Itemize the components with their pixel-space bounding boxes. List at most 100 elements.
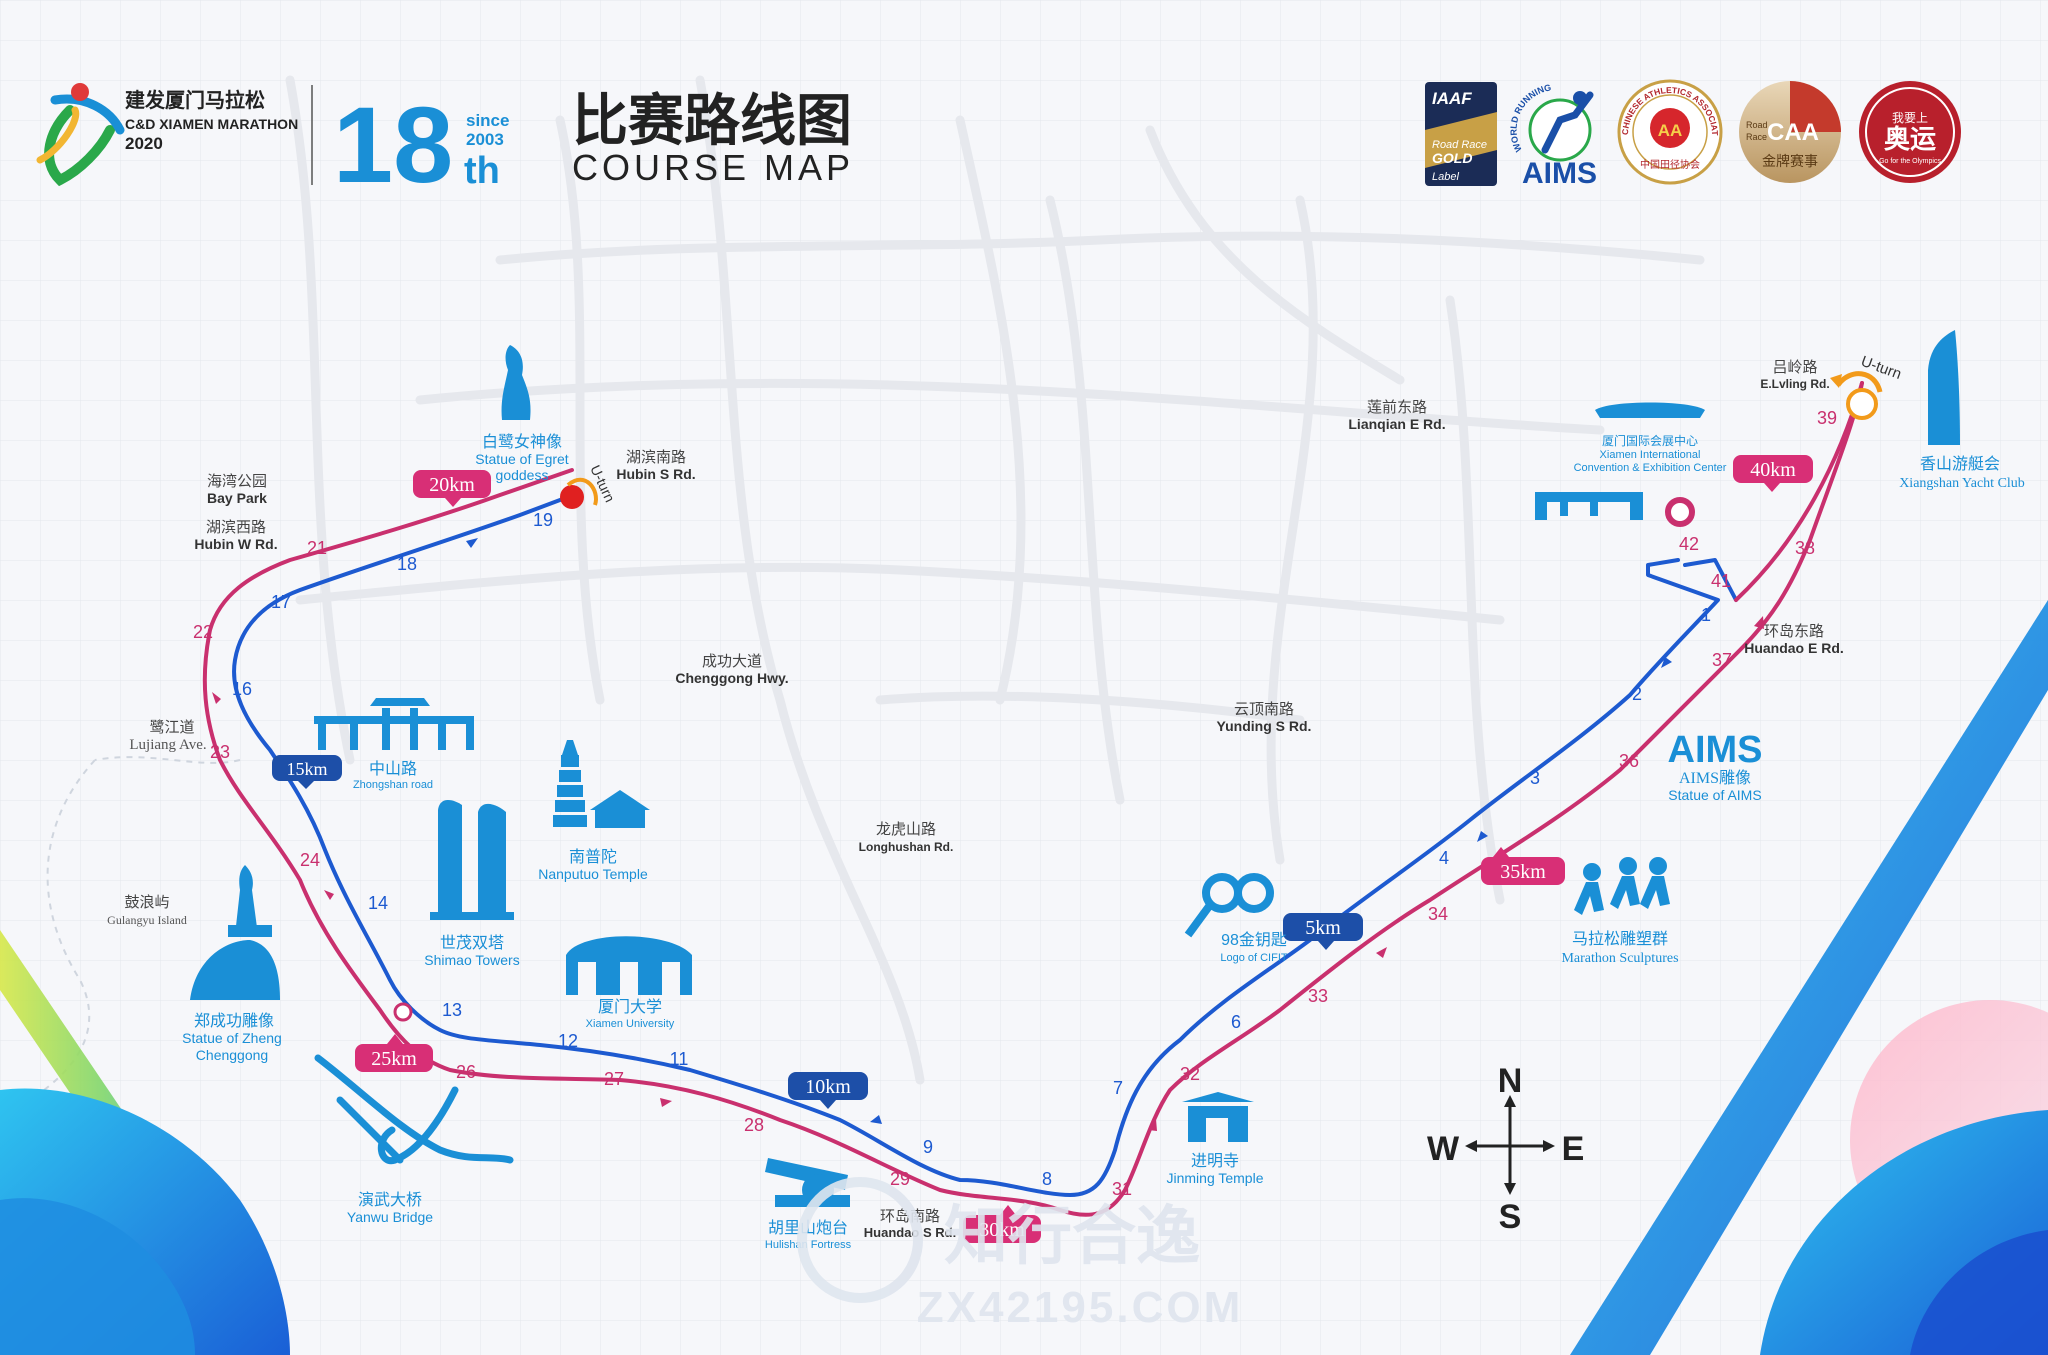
finish-point-icon — [1665, 497, 1695, 527]
road-lujiang-en: Lujiang Ave. — [129, 737, 206, 753]
outbound-km-7: 7 — [1113, 1078, 1123, 1098]
km-flag-40: 40km — [1733, 455, 1813, 492]
road-hubin-w-en: Hubin W Rd. — [194, 536, 277, 552]
egret-statue-icon — [501, 345, 531, 420]
pagoda-icon — [553, 740, 650, 828]
km-flag-15: 15km — [272, 755, 342, 789]
landmark-marathon-sculptures: 马拉松雕塑群 Marathon Sculptures — [1561, 857, 1679, 966]
outbound-km-3: 3 — [1530, 768, 1540, 788]
landmark-yacht: 香山游艇会 Xiangshan Yacht Club — [1899, 330, 2025, 491]
compass-n: N — [1498, 1062, 1523, 1100]
compass-rose: N S W E — [1427, 1062, 1584, 1236]
badge-gold-caa: CAA — [1767, 119, 1819, 146]
landmark-convention-en2: Convention & Exhibition Center — [1574, 462, 1727, 474]
return-km-27: 27 — [604, 1069, 624, 1089]
return-km-38: 38 — [1795, 538, 1815, 558]
arrow-icon — [212, 692, 221, 704]
return-km-32: 32 — [1180, 1064, 1200, 1084]
badge-iaaf-gold: GOLD — [1432, 150, 1472, 166]
route-convention-loop — [1683, 558, 1738, 602]
badge-olympic-cn2: 奥运 — [1884, 124, 1936, 154]
logo-cn: 建发厦门马拉松 — [125, 88, 265, 112]
km-flag-10-text: 10km — [805, 1076, 851, 1098]
landmark-shimao-cn: 世茂双塔 — [440, 934, 504, 952]
landmark-yanwu-cn: 演武大桥 — [358, 1191, 422, 1209]
landmark-xmu-en: Xiamen University — [586, 1018, 675, 1030]
outbound-km-12: 12 — [558, 1031, 578, 1051]
landmark-convention-en1: Xiamen International — [1600, 449, 1701, 461]
compass-w: W — [1427, 1130, 1460, 1168]
badge-olympic-en: Go for the Olympics — [1879, 158, 1941, 165]
arrow-icon — [466, 538, 478, 548]
badge-iaaf-road: Road Race — [1432, 139, 1487, 151]
arrow-icon — [1148, 1119, 1157, 1131]
logo-en: C&D XIAMEN MARATHON — [125, 116, 298, 132]
badge-iaaf-text: IAAF — [1432, 89, 1472, 108]
badge-caa-cn: 中国田径协会 — [1640, 158, 1700, 171]
return-km-28: 28 — [744, 1115, 764, 1135]
landmark-egret: 白鹭女神像 Statue of Egret goddess — [475, 345, 569, 483]
landmark-zheng-cn: 郑成功雕像 — [194, 1012, 274, 1030]
km-flags: 5km 10km 15km 20km 25km 30km 35km 40km — [272, 455, 1813, 1243]
return-km-36: 36 — [1619, 751, 1639, 771]
landmark-nanputuo: 南普陀 Nanputuo Temple — [538, 740, 650, 882]
landmark-nanputuo-en: Nanputuo Temple — [538, 866, 648, 882]
road-chenggong-en: Chenggong Hwy. — [675, 670, 788, 686]
badge-aims-text: AIMS — [1522, 157, 1597, 190]
decor-left — [0, 930, 290, 1355]
zheng-statue-icon — [190, 865, 280, 1000]
decor-right — [1570, 600, 2048, 1355]
return-km-24: 24 — [300, 850, 320, 870]
return-km-33: 33 — [1308, 986, 1328, 1006]
title-en: COURSE MAP — [572, 147, 854, 188]
landmark-zheng-en1: Statue of Zheng — [182, 1030, 282, 1046]
anniversary-logo: 18 since 2003 th — [333, 84, 509, 205]
landmark-yanwu: 演武大桥 Yanwu Bridge — [314, 1054, 514, 1225]
arrow-icon — [324, 890, 334, 900]
direction-arrows — [212, 538, 1764, 1131]
runners-sculpture-icon — [1574, 857, 1670, 915]
landmark-aims-statue: AIMS AIMS雕像 Statue of AIMS — [1668, 729, 1763, 803]
outbound-km-8: 8 — [1042, 1169, 1052, 1189]
university-gate-icon — [566, 936, 692, 995]
yacht-tower-icon — [1928, 330, 1960, 445]
badge-olympic-cn1: 我要上 — [1892, 111, 1928, 125]
landmark-egret-cn: 白鹭女神像 — [482, 432, 562, 451]
outbound-km-16: 16 — [232, 679, 252, 699]
badge-iaaf: IAAF Road Race GOLD Label — [1425, 82, 1497, 186]
return-km-22: 22 — [193, 622, 213, 642]
road-hubin-s-cn: 湖滨南路 — [626, 449, 686, 466]
road-huandao-e-en: Huandao E Rd. — [1744, 640, 1844, 656]
road-bay-park-en: Bay Park — [207, 490, 267, 506]
landmark-shimao-en: Shimao Towers — [424, 952, 519, 968]
return-km-34: 34 — [1428, 904, 1448, 924]
road-lianqian-en: Lianqian E Rd. — [1348, 416, 1445, 432]
return-km-26: 26 — [456, 1062, 476, 1082]
return-km-41: 41 — [1711, 571, 1731, 591]
outbound-km-4: 4 — [1439, 848, 1449, 868]
outbound-km-19: 19 — [533, 510, 553, 530]
road-gulangyu-en: Gulangyu Island — [107, 913, 187, 927]
landmark-convention-cn: 厦门国际会展中心 — [1602, 433, 1698, 448]
route-outbound-line — [232, 495, 1720, 1197]
arrow-icon — [1376, 947, 1387, 958]
landmark-zhongshan: 中山路 Zhongshan road — [314, 698, 474, 791]
road-lujiang-cn: 鹭江道 — [149, 719, 194, 736]
road-huandao-s-en: Huandao S Rd. — [864, 1225, 956, 1240]
landmark-marathon-cn: 马拉松雕塑群 — [1572, 930, 1668, 948]
road-bay-park-cn: 海湾公园 — [207, 473, 267, 490]
outbound-km-9: 9 — [923, 1137, 933, 1157]
zhongshan-arch-icon — [314, 698, 474, 750]
landmark-egret-en1: Statue of Egret — [475, 451, 569, 467]
landmark-zheng-en2: Chenggong — [196, 1047, 268, 1063]
outbound-km-18: 18 — [397, 554, 417, 574]
road-lvling-cn: 吕岭路 — [1772, 359, 1817, 376]
outbound-km-2: 2 — [1632, 684, 1642, 704]
landmark-shimao: 世茂双塔 Shimao Towers — [424, 800, 520, 968]
landmark-convention: 厦门国际会展中心 Xiamen International Convention… — [1535, 402, 1727, 520]
outbound-km-1: 1 — [1701, 605, 1711, 625]
return-km-39: 39 — [1817, 408, 1837, 428]
watermark: 知行合逸 ZX42195.COM — [797, 1177, 1240, 1332]
km-flag-30-text: 30km — [979, 1219, 1025, 1241]
